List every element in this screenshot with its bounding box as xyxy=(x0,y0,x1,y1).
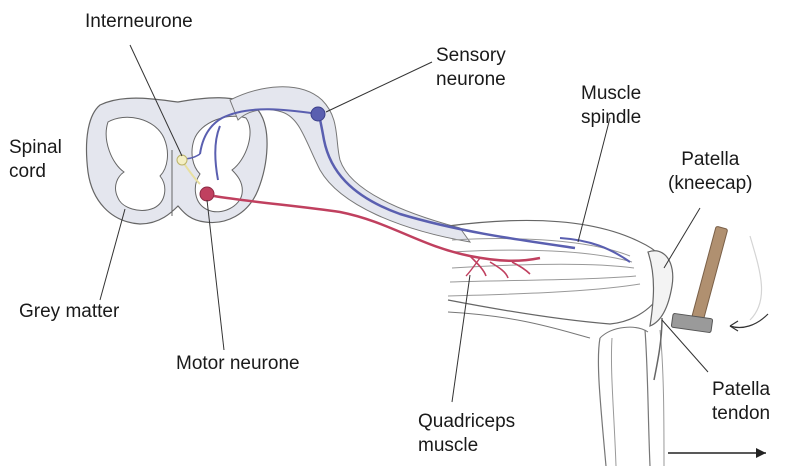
grey-matter-label: Grey matter xyxy=(19,300,119,324)
quadriceps-muscle-label: Quadriceps muscle xyxy=(418,410,515,458)
patella-tendon xyxy=(654,318,662,380)
motor-neurone-label: Motor neurone xyxy=(176,352,300,376)
patella-tendon-label: Patella tendon xyxy=(712,378,770,426)
motor-cell-body xyxy=(200,187,214,201)
sensory-cell-body xyxy=(311,107,325,121)
muscle-spindle-label: Muscle spindle xyxy=(581,82,641,130)
patella-label: Patella (kneecap) xyxy=(668,148,753,196)
reflex-hammer-icon xyxy=(671,226,768,333)
spinal-cord-label: Spinal cord xyxy=(9,136,62,184)
interneurone-label: Interneurone xyxy=(85,10,193,34)
kick-direction-arrow-icon xyxy=(668,448,766,458)
patella-kneecap xyxy=(648,251,673,326)
sensory-neurone-label: Sensory neurone xyxy=(436,44,506,92)
